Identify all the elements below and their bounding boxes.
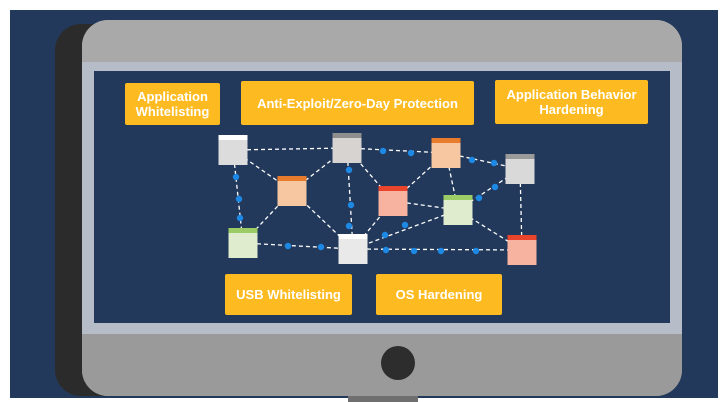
window-nodes	[218, 133, 537, 265]
monitor-top-bezel	[82, 20, 682, 62]
window-node-icon	[443, 195, 473, 225]
connector-line	[346, 147, 447, 154]
connector-dot	[472, 247, 480, 255]
connector-dot	[345, 222, 353, 230]
connector-dot	[490, 159, 498, 167]
window-node-icon	[507, 235, 537, 265]
connector-dot	[401, 221, 409, 229]
connector-dot	[407, 149, 415, 157]
connector-dot	[468, 156, 476, 164]
connector-line	[242, 242, 354, 250]
connector-line	[457, 168, 521, 211]
application-whitelisting-label: Application Whitelisting	[125, 83, 220, 125]
window-node-icon	[332, 133, 362, 163]
window-node-icon	[218, 135, 248, 165]
window-node-icon	[431, 138, 461, 168]
connector-line	[457, 209, 523, 251]
connector-dot	[491, 183, 499, 191]
os-hardening-label: OS Hardening	[376, 274, 502, 315]
application-behavior-text: Application Behavior Hardening	[506, 87, 637, 117]
usb-whitelisting-text: USB Whitelisting	[236, 287, 341, 302]
power-button-icon	[381, 346, 415, 380]
connector-dot	[236, 214, 244, 222]
connector-line	[232, 147, 348, 151]
window-node-icon	[338, 234, 368, 264]
window-node-icon	[505, 154, 535, 184]
connector-dot	[381, 231, 389, 239]
application-behavior-label: Application Behavior Hardening	[495, 80, 648, 124]
connector-line	[346, 147, 354, 250]
connector-dot	[437, 247, 445, 255]
window-node-icon	[378, 186, 408, 216]
connector-dot	[232, 173, 240, 181]
connector-line	[352, 209, 459, 250]
connector-dot	[284, 242, 292, 250]
connector-dot	[475, 194, 483, 202]
window-node-icon	[277, 176, 307, 206]
anti-exploit-label: Anti-Exploit/Zero-Day Protection	[241, 81, 474, 125]
os-hardening-text: OS Hardening	[395, 287, 483, 302]
usb-whitelisting-label: USB Whitelisting	[225, 274, 352, 315]
anti-exploit-text: Anti-Exploit/Zero-Day Protection	[257, 95, 458, 111]
connector-dots	[232, 147, 499, 255]
application-whitelisting-text: Application Whitelisting	[135, 89, 210, 119]
connector-dot	[235, 195, 243, 203]
connector-dot	[410, 247, 418, 255]
connector-dot	[347, 201, 355, 209]
connector-dot	[345, 166, 353, 174]
connector-dot	[379, 147, 387, 155]
connector-line	[232, 149, 244, 244]
connector-line	[352, 248, 523, 251]
connector-dot	[317, 243, 325, 251]
window-node-icon	[228, 228, 258, 258]
connector-dot	[382, 246, 390, 254]
